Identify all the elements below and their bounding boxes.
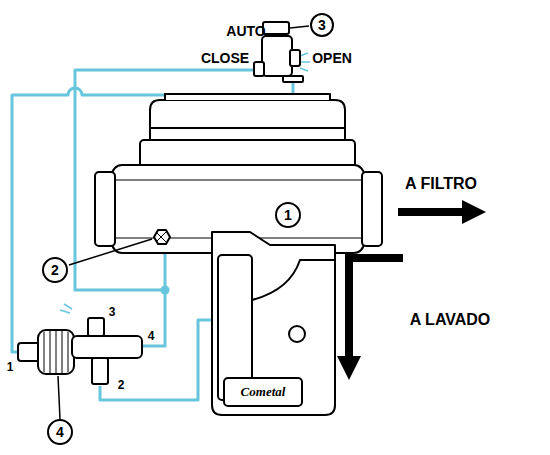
port-number: 2 — [118, 378, 125, 392]
port-number: 3 — [109, 305, 116, 319]
callout-number: 3 — [310, 13, 334, 37]
callout-text: 2 — [51, 263, 59, 277]
flow-label: A FILTRO — [405, 175, 477, 193]
port-number: 1 — [7, 360, 14, 374]
mode-label: CLOSE — [201, 50, 249, 66]
callout-text: 1 — [284, 208, 292, 222]
brand-plate: Cometal — [241, 384, 286, 400]
callout-text: 4 — [56, 425, 64, 439]
flow-label: A LAVADO — [410, 311, 491, 329]
callout-number: 1 — [275, 202, 301, 228]
mode-label: OPEN — [312, 50, 352, 66]
mode-label: AUTO — [226, 23, 265, 39]
callout-number: 2 — [42, 257, 68, 283]
callout-text: 3 — [318, 18, 326, 32]
port-number: 4 — [148, 329, 155, 343]
callout-number: 4 — [47, 419, 73, 445]
